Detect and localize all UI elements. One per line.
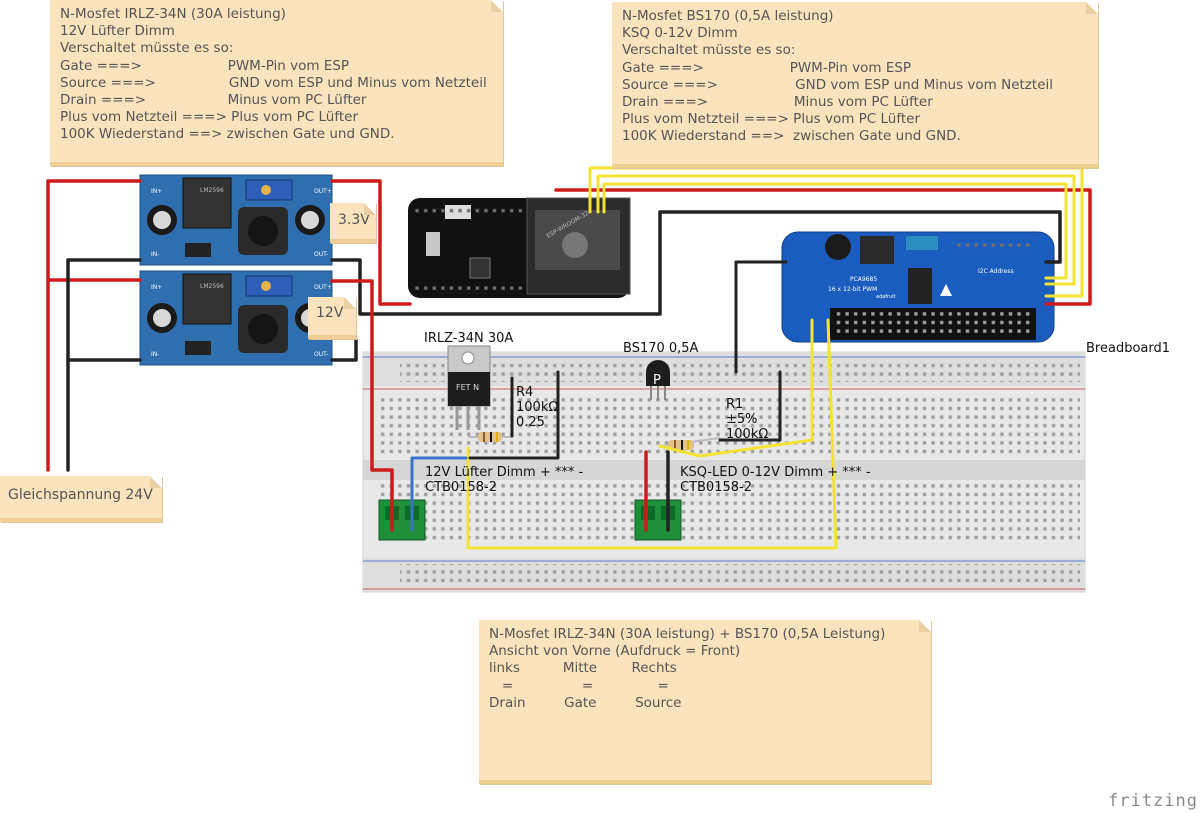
pca9685-board: PCA9685 16 x 12-bit PWM I2C Address adaf… — [781, 231, 1055, 343]
bs170-mosfet: P — [646, 360, 670, 400]
buck-converter-3v3: LM2596 IN+ IN- OUT+ OUT- — [139, 174, 333, 266]
label-bs170: BS170 0,5A — [623, 341, 699, 356]
buck-converter-12v: LM2596 IN+ IN- OUT+ OUT- — [139, 270, 333, 366]
wire-vcc — [554, 188, 1092, 306]
note-front-line-5: links Mitte Rechts — [489, 660, 677, 677]
pca-addr-text: I2C Address — [978, 268, 1014, 275]
note-irlz-line-2: 12V Lüfter Dimm — [60, 23, 175, 40]
wire-gnd-bb — [718, 370, 782, 442]
note-bs170-line-3: Verschaltet müsste es so: — [622, 42, 796, 59]
note-irlz-line-3: Verschaltet müsste es so: — [60, 40, 234, 57]
resistor-r4 — [468, 432, 512, 442]
buck2-out-plus: OUT+ — [314, 284, 332, 291]
note-irlz-line-7: Plus vom Netzteil ===> Plus vom PC Lüfte… — [60, 109, 359, 126]
wire-fan-minus — [410, 456, 468, 532]
note-front-view: N-Mosfet IRLZ-34N (30A leistung) + BS170… — [479, 620, 931, 784]
terminal-block-2 — [634, 499, 682, 541]
note-bs170-line-4: Gate ===> PWM-Pin vom ESP — [622, 59, 912, 76]
note-bs170-line-2: KSQ 0-12v Dimm — [622, 25, 738, 42]
note-irlz-line-1: N-Mosfet IRLZ-34N (30A leistung) — [60, 6, 286, 22]
pca-title-text: 16 x 12-bit PWM — [828, 286, 877, 293]
note-front-line-1: N-Mosfet IRLZ-34N (30A leistung) + BS170… — [489, 626, 886, 642]
pca-chip-text: PCA9685 — [850, 276, 877, 283]
fritzing-logo: fritzing — [1108, 791, 1198, 811]
wire-12v-minus — [330, 338, 358, 362]
note-supply: Gleichspannung 24V — [0, 476, 162, 522]
buck2-in-minus: IN- — [151, 351, 159, 358]
wire-gnd-pca — [734, 260, 788, 374]
buck1-in-minus: IN- — [151, 251, 159, 258]
note-irlz-line-8: 100K Wiederstand ==> zwischen Gate und G… — [60, 126, 395, 143]
note-12v: 12V — [308, 297, 356, 339]
label-irlz34n: IRLZ-34N 30A — [424, 331, 514, 346]
note-irlz-line-6: Drain ===> Minus vom PC Lüfter — [60, 92, 367, 109]
buck1-chip-text: LM2596 — [200, 187, 224, 194]
wire-3v3-plus — [330, 179, 412, 306]
buck1-out-plus: OUT+ — [314, 188, 332, 195]
terminal-block-1 — [378, 499, 426, 541]
wire-pwm-2 — [466, 318, 838, 550]
buck2-out-minus: OUT- — [314, 351, 328, 358]
label-r4: R4 100kΩ 0.25 — [516, 385, 559, 430]
wire-3v3-minus — [330, 210, 1062, 316]
buck1-in-plus: IN+ — [151, 188, 162, 195]
note-bs170-line-6: Drain ===> Minus vom PC Lüfter — [622, 94, 933, 111]
label-connector-led: KSQ-LED 0-12V Dimm + *** - CTB0158-2 — [680, 465, 871, 495]
note-supply-text: Gleichspannung 24V — [8, 487, 153, 503]
note-3v3-text: 3.3V — [338, 212, 370, 228]
wire-i2c-scl — [596, 174, 1076, 286]
esp32-board: ESP-WROOM-32 — [408, 197, 631, 298]
note-front-line-3: Ansicht von Vorne (Aufdruck = Front) — [489, 643, 741, 660]
note-irlz34n: N-Mosfet IRLZ-34N (30A leistung) 12V Lüf… — [50, 0, 503, 166]
buck1-out-minus: OUT- — [314, 251, 328, 258]
note-irlz-line-4: Gate ===> PWM-Pin vom ESP — [60, 57, 350, 74]
buck2-chip-text: LM2596 — [200, 283, 224, 290]
note-bs170-line-5: Source ===> GND vom ESP und Minus vom Ne… — [622, 76, 1053, 93]
wires — [46, 166, 1092, 550]
label-breadboard: Breadboard1 — [1086, 341, 1171, 356]
bs170-text: P — [653, 373, 661, 388]
note-bs170-line-1: N-Mosfet BS170 (0,5A leistung) — [622, 8, 834, 24]
label-r1: R1 ±5% 100kΩ — [726, 397, 769, 442]
note-irlz-line-5: Source ===> GND vom ESP und Minus vom Ne… — [60, 74, 487, 91]
wire-drain-1 — [468, 370, 560, 460]
note-bs170-line-7: Plus vom Netzteil ===> Plus vom PC Lüfte… — [622, 111, 921, 128]
note-bs170: N-Mosfet BS170 (0,5A leistung) KSQ 0-12v… — [612, 2, 1098, 168]
note-12v-text: 12V — [316, 305, 344, 321]
wire-i2c-sda — [588, 166, 1084, 298]
resistor-r1 — [659, 437, 721, 450]
note-bs170-line-8: 100K Wiederstand ==> zwischen Gate und G… — [622, 128, 961, 145]
irlz34n-mosfet: FET N — [447, 345, 491, 430]
wire-pwm-1 — [658, 318, 814, 458]
label-connector-fan: 12V Lüfter Dimm + *** - CTB0158-2 — [425, 465, 584, 495]
wire-supply-minus — [66, 258, 142, 472]
note-front-line-6: = = = — [489, 677, 669, 694]
wire-12v-plus — [330, 279, 394, 532]
wire-supply-plus — [46, 179, 142, 472]
fet-text: FET N — [456, 383, 479, 392]
wire-i2c-3 — [602, 182, 1068, 280]
note-front-line-7: Drain Gate Source — [489, 694, 682, 711]
pca-brand-text: adafruit — [876, 294, 896, 300]
buck2-in-plus: IN+ — [151, 284, 162, 291]
note-3v3: 3.3V — [330, 203, 376, 243]
